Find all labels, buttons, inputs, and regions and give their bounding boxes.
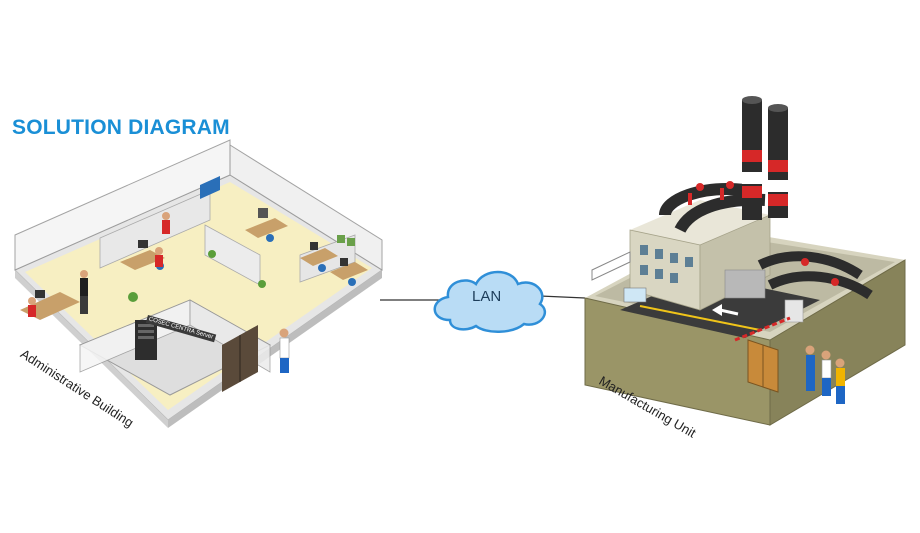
office-building-icon [14,139,383,428]
diagram-title: SOLUTION DIAGRAM [12,116,230,139]
worker-icon [28,212,290,373]
factory-icon [584,96,906,426]
worker-icon [805,345,845,404]
lan-label: LAN [472,288,502,305]
link-line-right [539,295,586,299]
cloud-icon [433,270,547,333]
